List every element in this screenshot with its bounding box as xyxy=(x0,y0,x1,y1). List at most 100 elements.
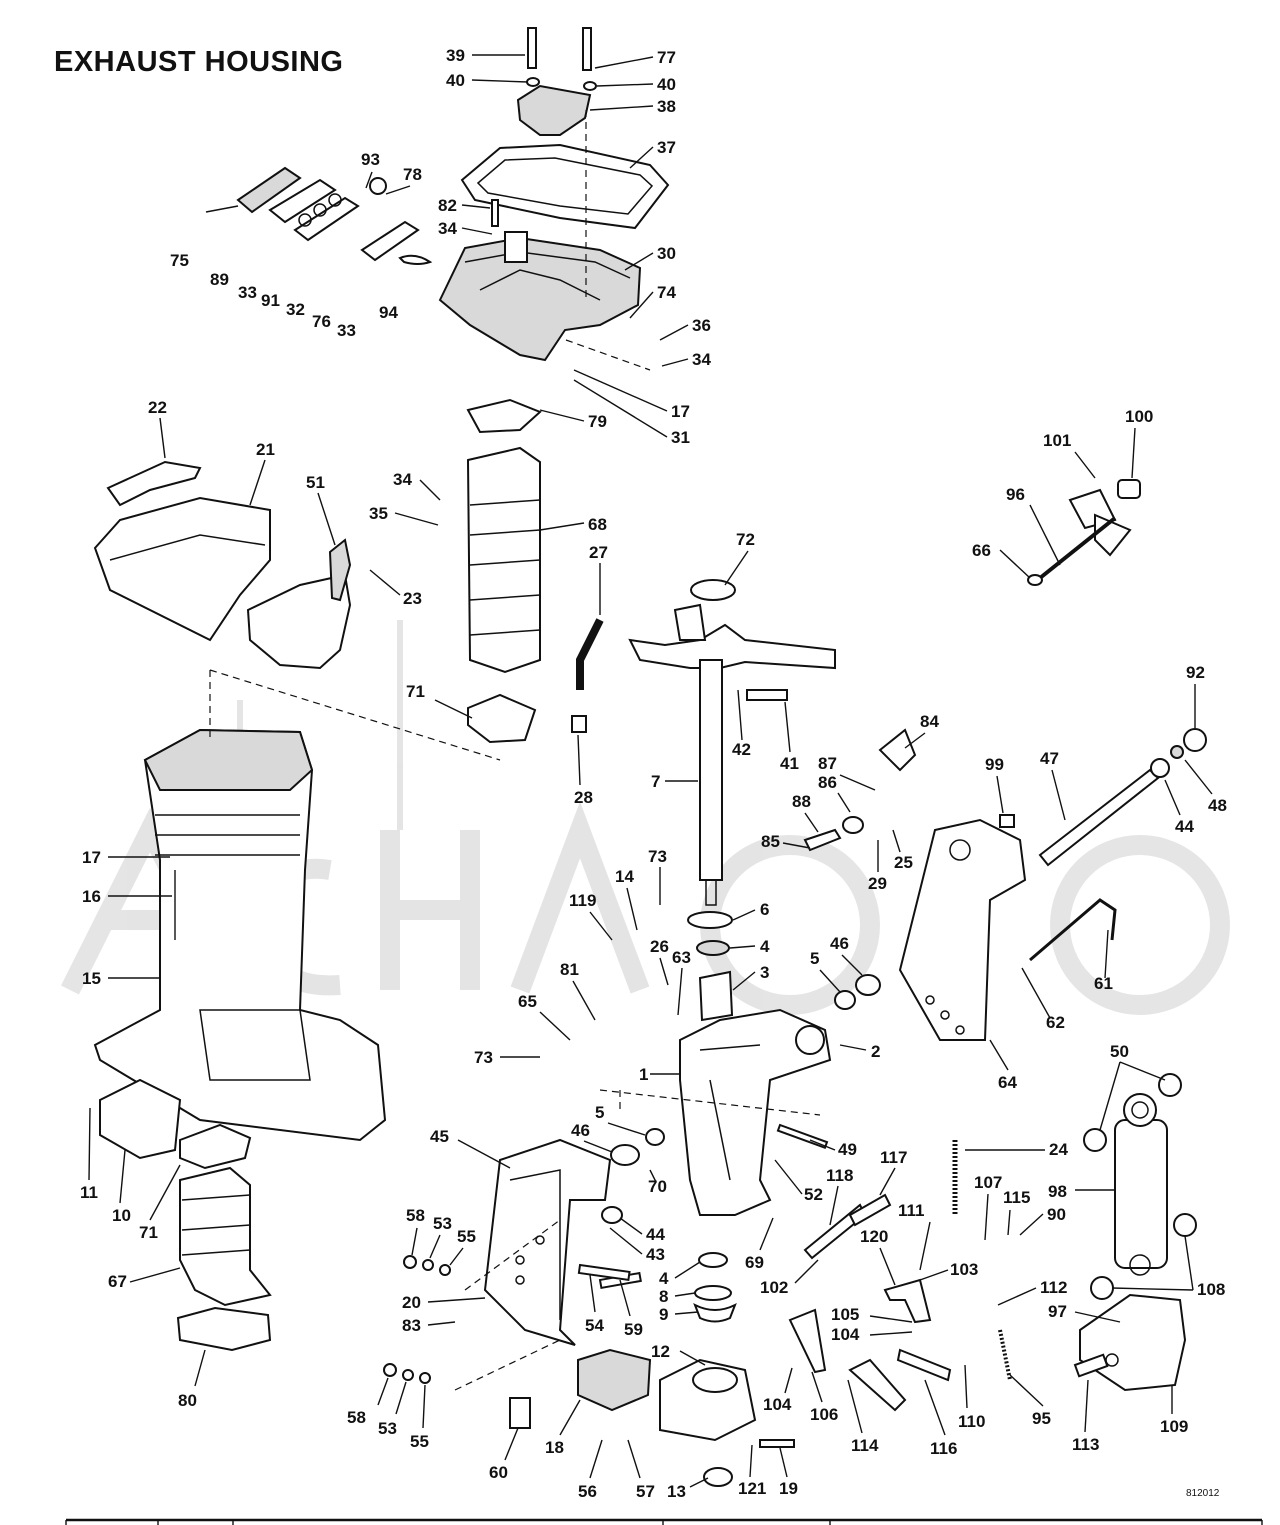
label-83: 83 xyxy=(402,1316,421,1335)
adapter-plate-30 xyxy=(438,231,642,362)
label-16: 16 xyxy=(82,887,101,906)
label-22: 22 xyxy=(148,398,167,417)
label-59: 59 xyxy=(624,1320,643,1339)
label-82: 82 xyxy=(438,196,457,215)
label-5: 5 xyxy=(810,949,819,968)
label-91: 91 xyxy=(261,291,280,310)
label-47: 47 xyxy=(1040,749,1059,768)
label-68: 68 xyxy=(588,515,607,534)
cover-plate-10 xyxy=(99,1078,182,1160)
diagram-title: EXHAUST HOUSING xyxy=(54,46,344,78)
label-44: 44 xyxy=(646,1225,665,1244)
label-67: 67 xyxy=(108,1272,127,1291)
plate-60 xyxy=(509,1397,531,1429)
label-9: 9 xyxy=(659,1305,668,1324)
label-101: 101 xyxy=(1043,431,1071,450)
shift-rod-61 xyxy=(1029,898,1117,962)
exhaust-tube-67 xyxy=(179,1166,272,1307)
label-103: 103 xyxy=(950,1260,978,1279)
retaining-ring-9 xyxy=(693,1302,737,1323)
nut-92 xyxy=(1183,728,1207,752)
screw-19 xyxy=(759,1439,795,1448)
label-73: 73 xyxy=(474,1048,493,1067)
label-76: 76 xyxy=(312,312,331,331)
label-80: 80 xyxy=(178,1391,197,1410)
label-116: 116 xyxy=(930,1439,957,1458)
label-62: 62 xyxy=(1046,1013,1065,1032)
label-18: 18 xyxy=(545,1438,564,1457)
swivel-bracket-arm-7 xyxy=(628,603,836,906)
label-55: 55 xyxy=(410,1432,429,1451)
gasket-71-lower xyxy=(179,1123,252,1170)
label-4: 4 xyxy=(659,1269,669,1288)
label-34: 34 xyxy=(393,470,412,489)
screw-82 xyxy=(491,199,499,227)
bushing-86 xyxy=(842,816,864,834)
bushing-5-lower xyxy=(645,1128,665,1146)
label-11: 11 xyxy=(80,1183,98,1202)
washer-55-lower xyxy=(419,1372,431,1384)
bushing-50-left xyxy=(1083,1128,1107,1152)
label-119: 119 xyxy=(569,891,596,910)
label-99: 99 xyxy=(985,755,1004,774)
nut-44-lower xyxy=(601,1206,623,1224)
label-45: 45 xyxy=(430,1127,449,1146)
shift-lever-96 xyxy=(1027,479,1141,586)
spring-95 xyxy=(998,1329,1012,1381)
label-86: 86 xyxy=(818,773,837,792)
label-78: 78 xyxy=(403,165,422,184)
bolt-54 xyxy=(577,1263,631,1282)
nut-44 xyxy=(1150,758,1170,778)
exhaust-relief-cover-89 xyxy=(205,166,433,265)
label-8: 8 xyxy=(659,1287,668,1306)
nut-13 xyxy=(703,1467,733,1487)
label-20: 20 xyxy=(402,1293,421,1312)
label-15: 15 xyxy=(82,969,101,988)
trim-cylinder-98 xyxy=(1114,1093,1168,1276)
hose-27 xyxy=(576,618,604,690)
lever-120 xyxy=(883,1278,932,1324)
tilt-tube-47 xyxy=(1038,768,1160,867)
gasket-71 xyxy=(467,693,537,744)
label-39: 39 xyxy=(446,46,465,65)
label-27: 27 xyxy=(589,543,608,562)
label-60: 60 xyxy=(489,1463,508,1482)
bushing-108-top xyxy=(1173,1213,1197,1237)
label-17: 17 xyxy=(671,402,690,421)
label-7: 7 xyxy=(651,772,660,791)
label-110: 110 xyxy=(958,1412,985,1431)
label-1: 1 xyxy=(639,1065,648,1084)
label-30: 30 xyxy=(657,244,676,263)
cap-72 xyxy=(690,579,736,601)
label-6: 6 xyxy=(760,900,769,919)
label-46: 46 xyxy=(830,934,849,953)
clamp-pad-18 xyxy=(577,1348,652,1412)
label-17: 17 xyxy=(82,848,101,867)
link-114 xyxy=(848,1358,907,1412)
label-102: 102 xyxy=(760,1278,788,1297)
label-74: 74 xyxy=(657,283,676,302)
label-24: 24 xyxy=(1049,1140,1068,1159)
label-93: 93 xyxy=(361,150,380,169)
gasket-37 xyxy=(460,143,670,230)
label-64: 64 xyxy=(998,1073,1017,1092)
bushing-4 xyxy=(696,940,730,956)
label-114: 114 xyxy=(851,1436,879,1455)
bolt-41 xyxy=(746,689,788,701)
washer-6 xyxy=(687,911,733,929)
label-38: 38 xyxy=(657,97,676,116)
label-21: 21 xyxy=(256,440,275,459)
label-48: 48 xyxy=(1208,796,1227,815)
label-14: 14 xyxy=(615,867,634,886)
label-118: 118 xyxy=(826,1166,853,1185)
label-49: 49 xyxy=(838,1140,857,1159)
label-87: 87 xyxy=(818,754,837,773)
label-57: 57 xyxy=(636,1482,655,1501)
label-120: 120 xyxy=(860,1227,888,1246)
thrust-bracket-12 xyxy=(659,1358,757,1442)
label-53: 53 xyxy=(378,1419,397,1438)
bracket-38 xyxy=(516,84,592,136)
label-19: 19 xyxy=(779,1479,798,1498)
